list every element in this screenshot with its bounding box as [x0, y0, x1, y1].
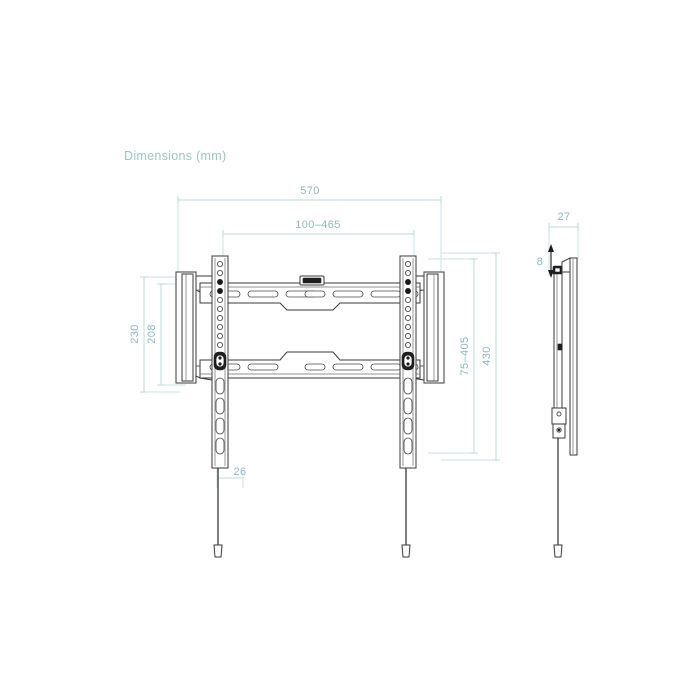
dimension-plate-height-inner: 208	[146, 283, 186, 386]
page-title: Dimensions (mm)	[124, 149, 226, 163]
side-pull-cord-group	[553, 438, 563, 558]
dimension-plate-height-outer: 230	[129, 276, 180, 393]
dimension-vesa-height-range-label: 75–405	[459, 336, 471, 375]
left-pull-tab	[213, 544, 223, 558]
left-vertical-rail	[211, 255, 229, 558]
dimension-overall-width-label: 570	[300, 185, 320, 197]
side-lower-block	[551, 407, 567, 439]
dimension-overall-height-label: 430	[481, 346, 493, 366]
side-view	[551, 257, 578, 558]
dimension-wall-gap: 8	[537, 244, 554, 278]
dimension-plate-height-outer-label: 230	[129, 324, 141, 344]
lower-horizontal-beam	[199, 351, 421, 379]
left-rail-lock[interactable]	[213, 351, 227, 371]
dimension-vesa-width-range: 100–465	[222, 219, 415, 264]
dimension-overall-height: 430	[441, 252, 500, 461]
dimension-plate-height-inner-label: 208	[146, 324, 158, 344]
dimension-vesa-width-range-label: 100–465	[295, 219, 341, 231]
dimension-wall-gap-label: 8	[537, 256, 544, 268]
front-view	[175, 255, 445, 558]
right-pull-tab	[401, 544, 411, 558]
right-vertical-rail	[399, 255, 417, 558]
side-wall-plate	[553, 271, 563, 411]
side-top-hook	[552, 257, 571, 275]
side-tv-panel	[569, 257, 578, 456]
dimension-vesa-height-range: 75–405	[428, 258, 478, 454]
center-level-tab	[299, 275, 325, 286]
side-pull-tab	[553, 544, 563, 558]
dimension-depth-label: 27	[557, 211, 570, 223]
upper-horizontal-beam	[199, 275, 421, 311]
right-rail-lock[interactable]	[401, 351, 415, 371]
dimension-bottom-offset-label: 26	[233, 466, 246, 478]
dimension-overall-width: 570	[177, 185, 442, 272]
